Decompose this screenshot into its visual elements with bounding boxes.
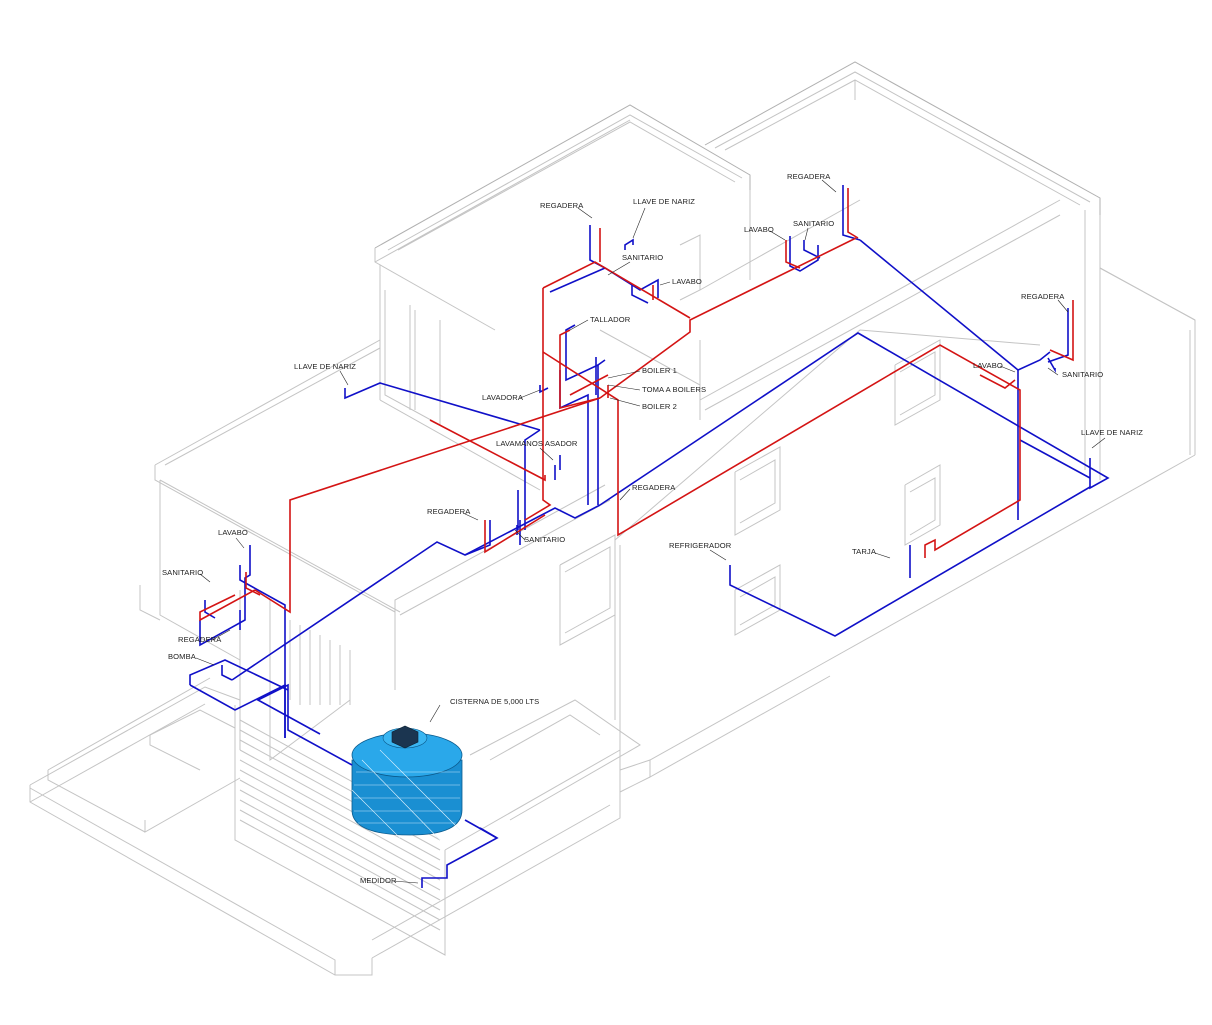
cold-pipe-segment [221,665,233,681]
label-lavabo-left: LAVABO [218,528,248,537]
cold-pipe-segment [559,370,589,505]
label-lavamanos-asador: LAVAMANOS ASADOR [496,439,578,448]
cistern-tank [351,725,463,841]
cold-pipe-segment [479,827,498,839]
label-lavabo-top-right: LAVABO [744,225,774,234]
label-bomba: BOMBA [168,652,197,661]
cold-pipe-segment [842,185,861,241]
cold-pipe-segment [1019,439,1091,479]
hot-pipe-segment [524,288,552,521]
hot-pipe-segment [484,514,546,554]
cold-water-pipes [189,185,1110,888]
cold-pipe-segment [631,285,649,304]
hot-pipe-segment [785,240,801,269]
hot-pipe-segment [429,419,546,482]
label-tallador: TALLADOR [590,315,631,324]
ground-slab [29,267,1196,976]
cold-pipe-segment [565,324,599,505]
cold-pipe-segment [599,332,1110,506]
label-leaders [195,179,1106,884]
label-regadera-top: REGADERA [540,201,584,210]
label-llave-nariz-left: LLAVE DE NARIZ [294,362,356,371]
cold-pipe-segment [1017,351,1051,520]
hot-pipe-segment [542,344,1021,558]
upper-central-block [374,104,751,720]
cold-pipe-segment [789,236,819,272]
hot-pipe-segment [979,374,1016,389]
label-llave-nariz-top: LLAVE DE NARIZ [633,197,695,206]
left-wing [139,339,611,956]
label-regadera-far-right: REGADERA [1021,292,1065,301]
cold-pipe-segment [204,600,216,619]
cold-pipe-segment [524,429,541,530]
label-lavadora: LAVADORA [482,393,524,402]
label-toma-boilers: TOMA A BOILERS [642,385,706,394]
hot-water-pipes [199,188,1074,622]
hot-pipe-segment [559,329,601,410]
cold-pipe-segment [464,520,491,556]
label-sanitario-left: SANITARIO [162,568,203,577]
cold-pipe-segment [256,683,353,766]
label-lavabo-far-right: LAVABO [973,361,1003,370]
label-boiler-1: BOILER 1 [642,366,677,375]
cold-pipe-segment [344,382,541,431]
label-llave-nariz-right: LLAVE DE NARIZ [1081,428,1143,437]
label-sanitario-top-right: SANITARIO [793,219,834,228]
label-lavabo-top: LAVABO [672,277,702,286]
cold-pipe-segment [239,565,286,738]
right-lower-block [614,199,1061,770]
hot-pipe-segment [599,237,857,399]
cold-pipe-segment [199,545,251,647]
cold-pipe-segment [624,238,634,250]
cold-pipe-segment [189,683,286,738]
cold-pipe-segment [803,240,821,259]
hot-pipe-segment [542,261,691,319]
hot-pipe-segment [847,188,859,239]
upper-right-block [704,61,1196,480]
label-sanitario-mid: SANITARIO [524,535,565,544]
label-boiler-2: BOILER 2 [642,402,677,411]
label-regadera-center: REGADERA [632,483,676,492]
label-medidor: MEDIDOR [360,876,397,885]
label-sanitario-top: SANITARIO [622,253,663,262]
hot-pipe-segment [254,397,601,614]
label-tarja: TARJA [852,547,877,556]
cold-pipe-segment [597,359,606,366]
label-regadera-top-right: REGADERA [787,172,831,181]
cold-pipe-segment [231,504,601,681]
label-sanitario-far-right: SANITARIO [1062,370,1103,379]
hot-pipe-segment [199,589,256,622]
building-depth-lines [159,199,861,851]
hot-pipe-segment [1049,300,1074,362]
building-outline [29,61,1196,976]
fixture-labels: REGADERA LLAVE DE NARIZ SANITARIO LAVABO… [162,172,1143,885]
cold-pipe-segment [859,239,1019,371]
label-regadera-mid: REGADERA [427,507,471,516]
cold-pipe-segment [1047,308,1069,363]
label-regadera-left: REGADERA [178,635,222,644]
label-cisterna: CISTERNA DE 5,000 LTS [450,697,539,706]
cold-pipe-segment [549,267,606,293]
cold-pipe-segment [189,659,289,691]
label-refrigerador: REFRIGERADOR [669,541,732,550]
hot-pipe-segment [569,374,609,396]
cold-pipe-segment [729,486,1091,637]
hot-pipe-segment [245,572,261,596]
cold-pipe-segment [539,385,549,394]
